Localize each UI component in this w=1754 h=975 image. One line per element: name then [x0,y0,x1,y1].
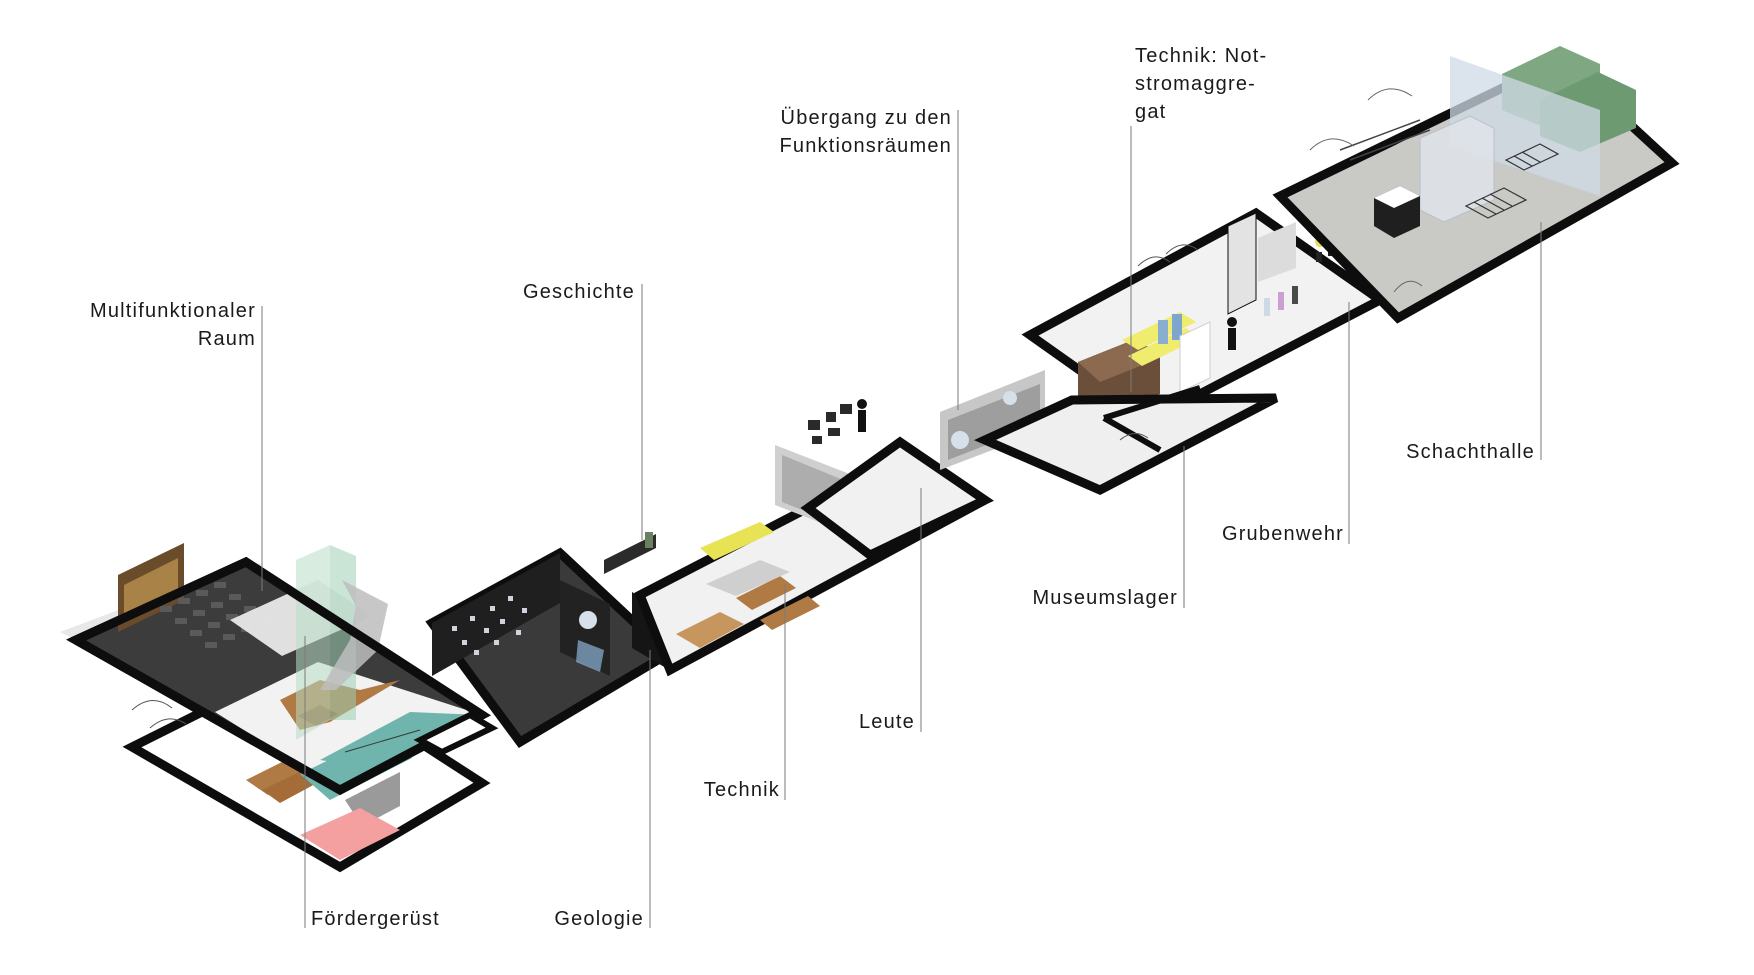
label-line: gat [1135,101,1167,123]
label-technik-notstrom: Technik: Not- stromaggre- gat [1135,42,1267,126]
label-uebergang: Übergang zu den Funktionsräumen [750,104,952,160]
foerdergeruest-area [66,545,491,800]
label-geologie: Geologie [554,908,644,930]
label-line: Technik: Not- [1135,45,1268,67]
label-foerdergeruest: Fördergerüst [311,908,440,930]
leute-room [800,370,1045,561]
label-geschichte: Geschichte [522,281,635,303]
label-leute: Leute [858,711,915,733]
museumslager-room [973,385,1279,495]
label-line: Übergang zu den [780,107,952,129]
label-line: Funktionsräumen [779,135,952,157]
leader-lines [261,110,1542,928]
label-schachthalle: Schachthalle [1406,441,1535,463]
label-technik: Technik [703,779,780,801]
schachthalle-room [1272,46,1680,324]
label-line: Multifunktionaler [89,300,256,322]
label-multifunktionaler-raum: Multifunktionaler Raum [60,297,256,353]
label-line: stromaggre- [1135,73,1257,95]
label-museumslager: Museumslager [1032,587,1178,609]
notstrom-room [1021,207,1389,426]
label-grubenwehr: Grubenwehr [1221,523,1344,545]
label-line: Raum [197,328,256,350]
